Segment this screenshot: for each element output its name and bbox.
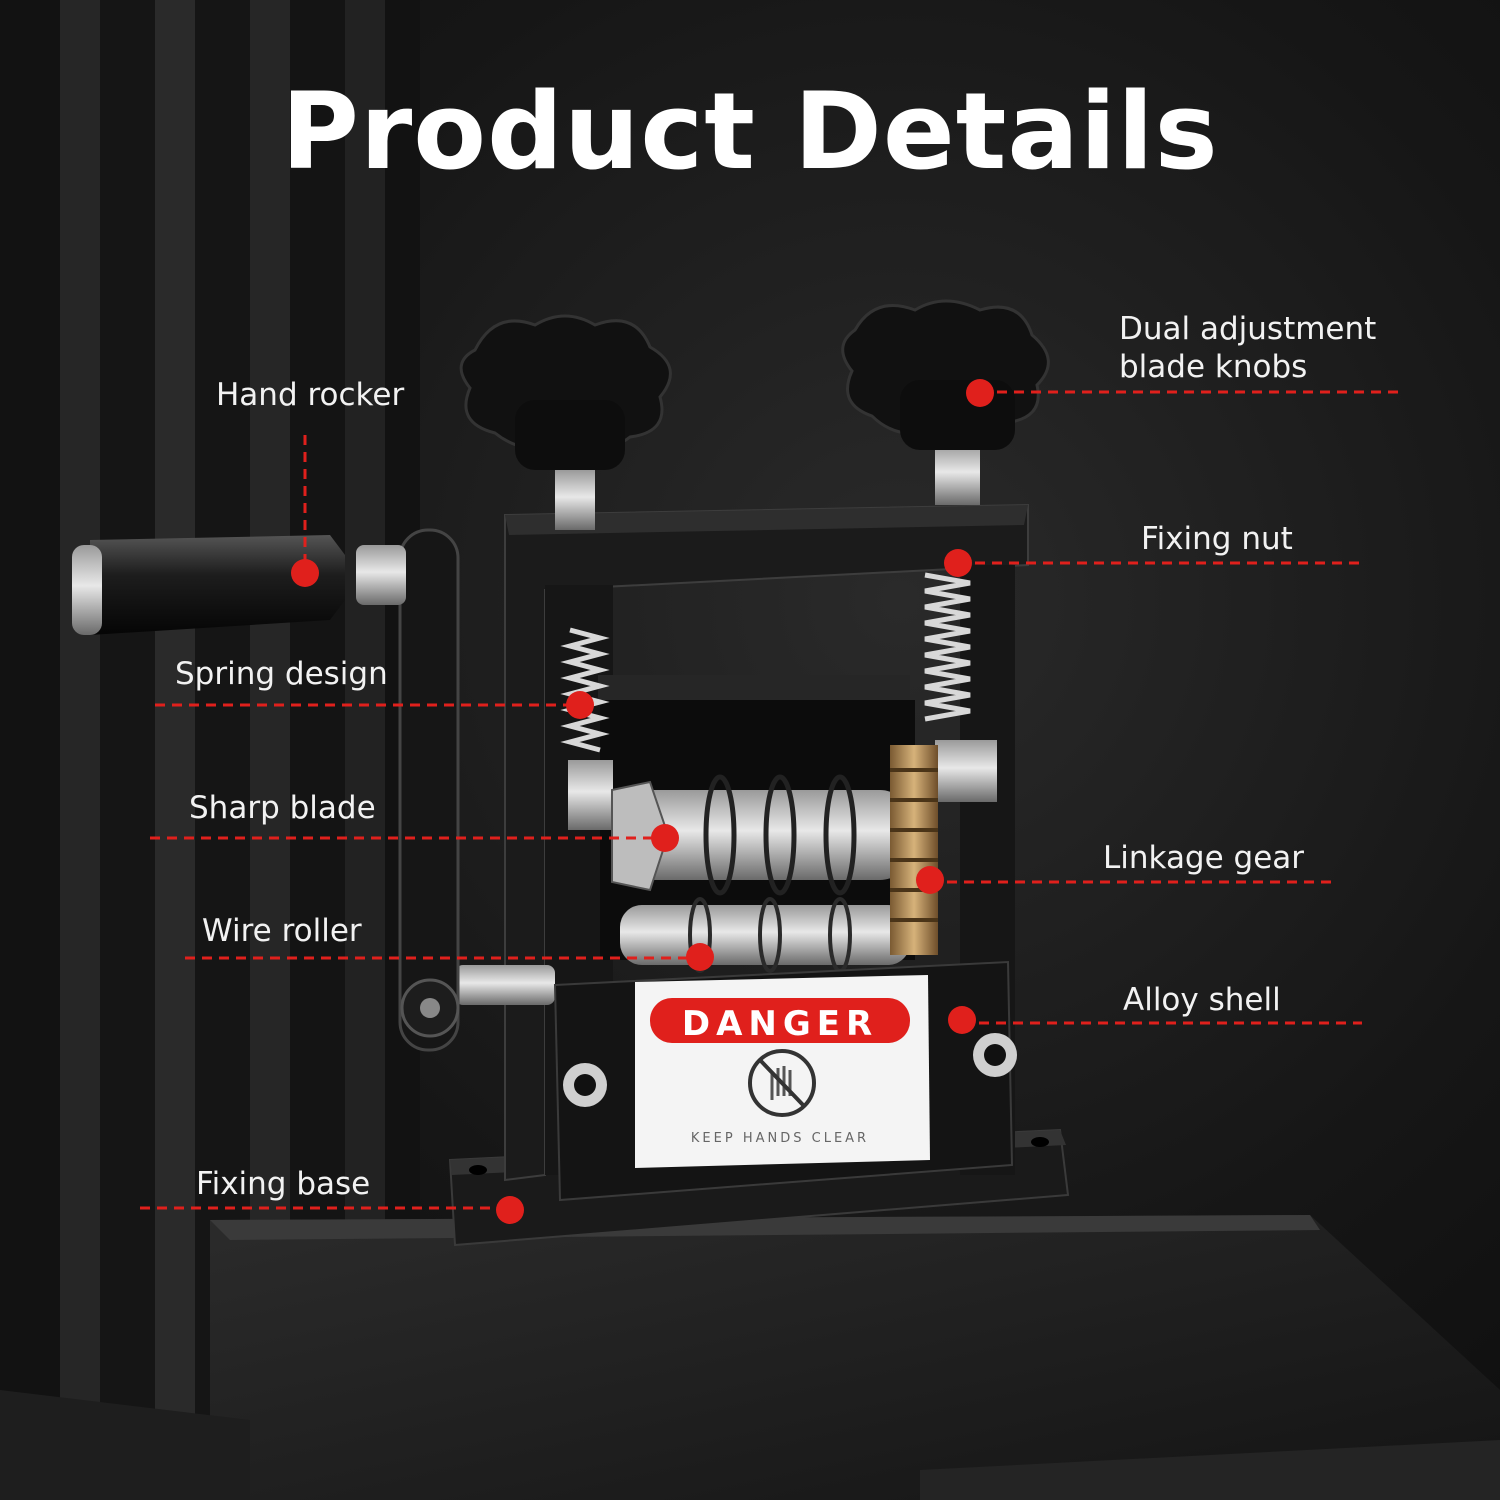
springs <box>560 572 971 753</box>
sign-heading: DANGER <box>682 1004 878 1044</box>
label-fixing-base: Fixing base <box>196 1166 371 1202</box>
marker-spring-design <box>566 691 594 719</box>
leader-lines <box>140 390 1398 1210</box>
marker-sharp-blade <box>651 824 679 852</box>
blade-roller <box>611 774 910 896</box>
label-alloy-shell: Alloy shell <box>1123 982 1281 1018</box>
label-dual-knobs-line1: Dual adjustment <box>1119 311 1377 347</box>
hand-crank <box>72 528 460 1052</box>
marker-fixing-nut <box>944 549 972 577</box>
no-hand-icon <box>748 1049 816 1117</box>
page-title: Product Details <box>281 70 1219 193</box>
pedestal <box>0 1215 1500 1500</box>
sign-caption: KEEP HANDS CLEAR <box>691 1131 869 1146</box>
marker-fixing-base <box>496 1196 524 1224</box>
marker-linkage-gear <box>916 866 944 894</box>
adjustment-knobs <box>459 299 1050 530</box>
label-fixing-nut: Fixing nut <box>1141 521 1293 557</box>
marker-dual-knobs <box>966 379 994 407</box>
label-sharp-blade: Sharp blade <box>189 790 376 826</box>
label-wire-roller: Wire roller <box>202 913 362 949</box>
alloy-shell <box>553 960 1017 1202</box>
label-dual-knobs-line2: blade knobs <box>1119 349 1308 385</box>
label-spring-design: Spring design <box>175 656 388 692</box>
label-linkage-gear: Linkage gear <box>1103 840 1305 876</box>
marker-alloy-shell <box>948 1006 976 1034</box>
marker-hand-rocker <box>291 559 319 587</box>
label-hand-rocker: Hand rocker <box>216 377 405 413</box>
marker-wire-roller <box>686 943 714 971</box>
linkage-gear <box>890 745 938 955</box>
